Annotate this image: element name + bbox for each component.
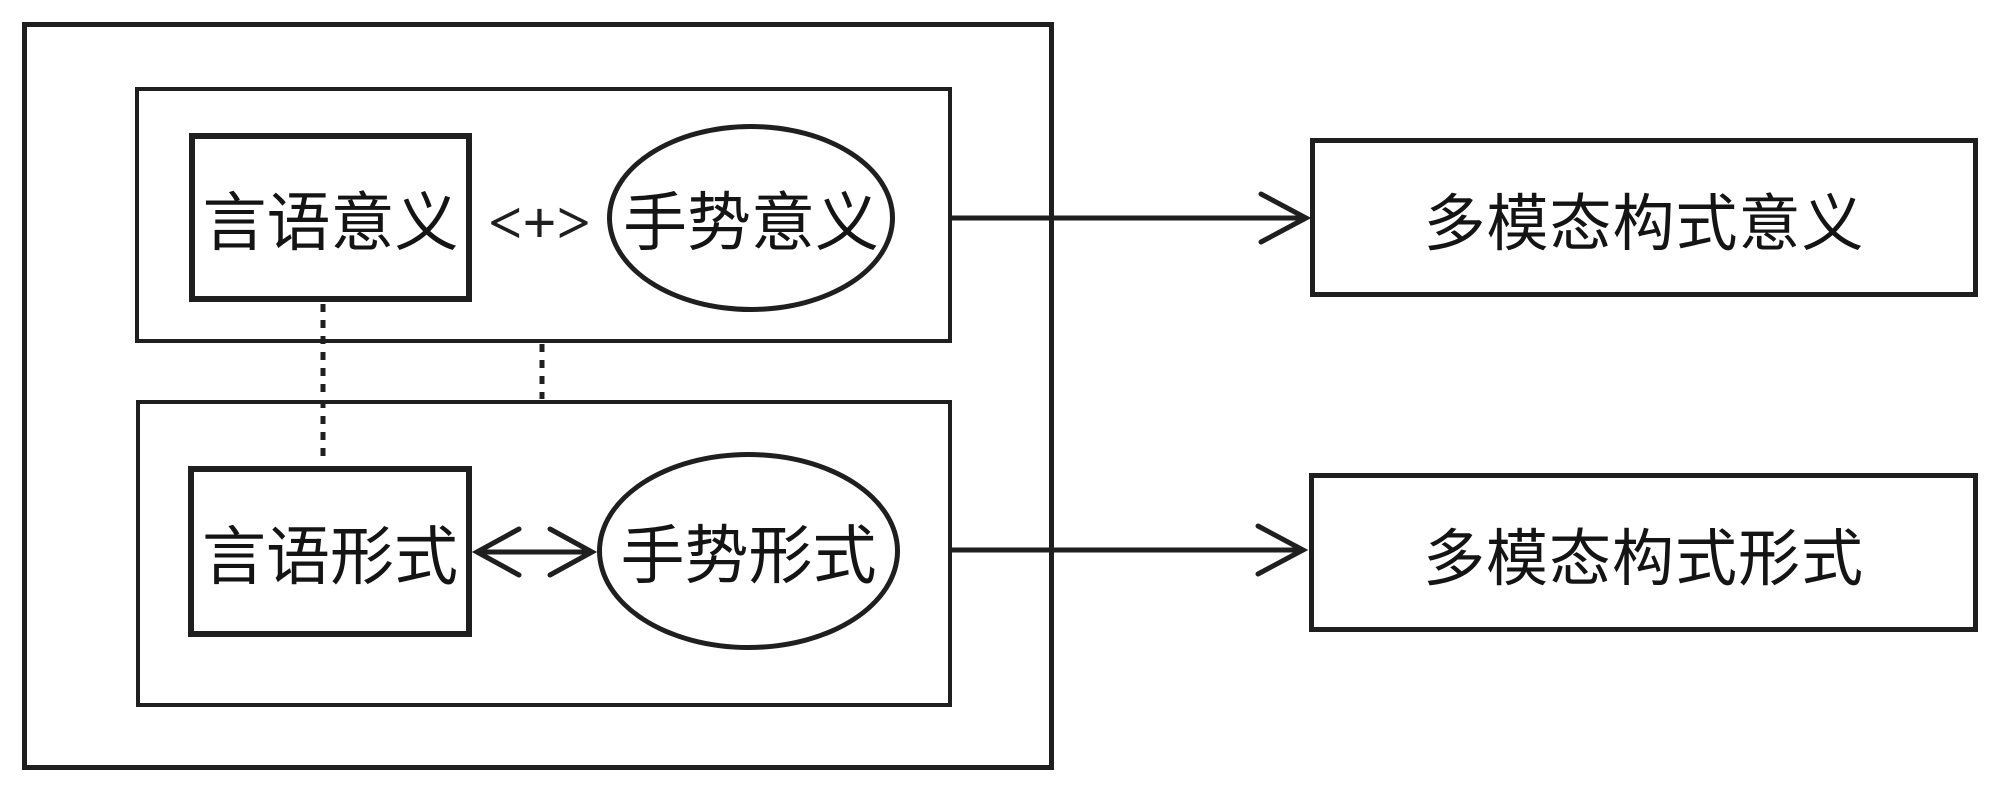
- gesture-form-label: 手势形式: [620, 521, 877, 592]
- speech-meaning-label: 言语意义: [202, 187, 459, 259]
- outer-construction-box: [22, 22, 1054, 770]
- form-pairing-box: [136, 400, 952, 707]
- meaning-pairing-box: [135, 87, 952, 343]
- multimodal-form-label: 多模态构式形式: [1422, 525, 1864, 594]
- multimodal-form-box: 多模态构式形式: [1309, 473, 1978, 632]
- speech-form-label: 言语形式: [202, 521, 458, 593]
- gesture-meaning-label: 手势意义: [623, 188, 879, 259]
- meaning-output-arrowhead-icon: [1258, 191, 1312, 245]
- plus-combination-operator: <+>: [488, 189, 591, 256]
- multimodal-meaning-label: 多模态构式意义: [1423, 190, 1865, 259]
- form-output-arrowhead-icon: [1255, 523, 1309, 577]
- gesture-form-ellipse: 手势形式: [597, 452, 900, 650]
- gesture-meaning-ellipse: 手势意义: [607, 124, 895, 312]
- multimodal-meaning-box: 多模态构式意义: [1310, 138, 1978, 297]
- speech-meaning-box: 言语意义: [189, 133, 472, 302]
- speech-form-box: 言语形式: [188, 466, 472, 637]
